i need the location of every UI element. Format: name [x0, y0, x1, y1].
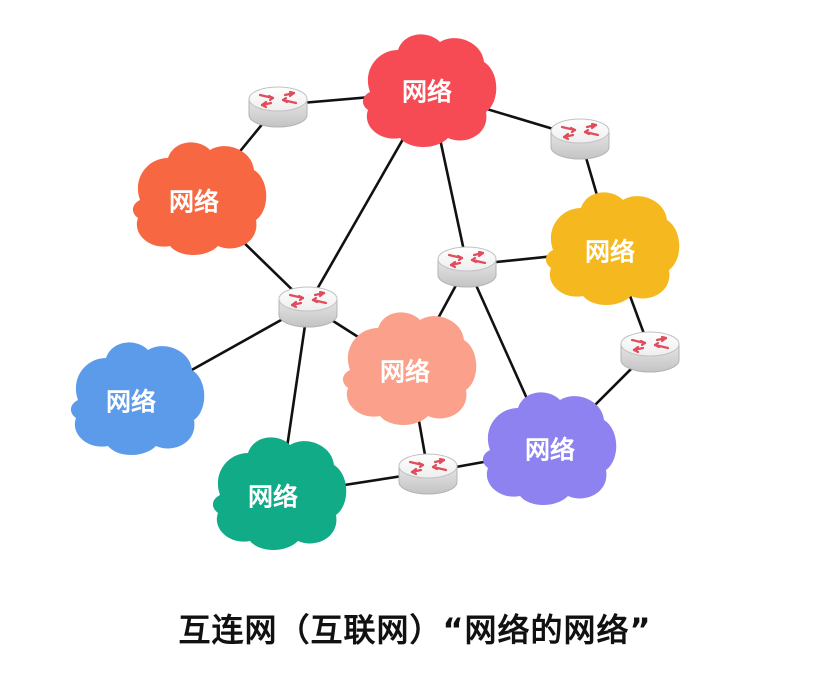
- network-cloud-green: 网络: [212, 437, 347, 550]
- network-cloud-yellow: 网络: [545, 192, 680, 305]
- network-cloud-label: 网络: [525, 436, 575, 465]
- network-diagram: 网络 网络 网络 网络 网络 网络 网络: [70, 34, 681, 550]
- network-cloud-top: 网络: [362, 34, 497, 147]
- network-cloud-label: 网络: [169, 188, 219, 217]
- router-icon: [397, 452, 459, 496]
- network-cloud-purple: 网络: [482, 392, 617, 505]
- network-cloud-blue: 网络: [70, 342, 205, 455]
- router-icon: [436, 245, 498, 289]
- network-cloud-label: 网络: [380, 358, 430, 387]
- router-icon: [247, 85, 309, 129]
- network-cloud-orange: 网络: [132, 142, 267, 255]
- router-icon: [549, 117, 611, 161]
- network-cloud-label: 网络: [585, 238, 635, 267]
- network-cloud-salmon: 网络: [342, 312, 477, 425]
- network-cloud-label: 网络: [248, 483, 298, 512]
- network-cloud-label: 网络: [106, 388, 156, 417]
- network-cloud-label: 网络: [402, 78, 452, 107]
- network-clouds: 网络 网络 网络 网络 网络 网络 网络: [70, 34, 680, 550]
- router-icon: [619, 330, 681, 374]
- diagram-caption: 互连网（互联网）“网络的网络”: [178, 611, 652, 649]
- router-icon: [277, 285, 339, 329]
